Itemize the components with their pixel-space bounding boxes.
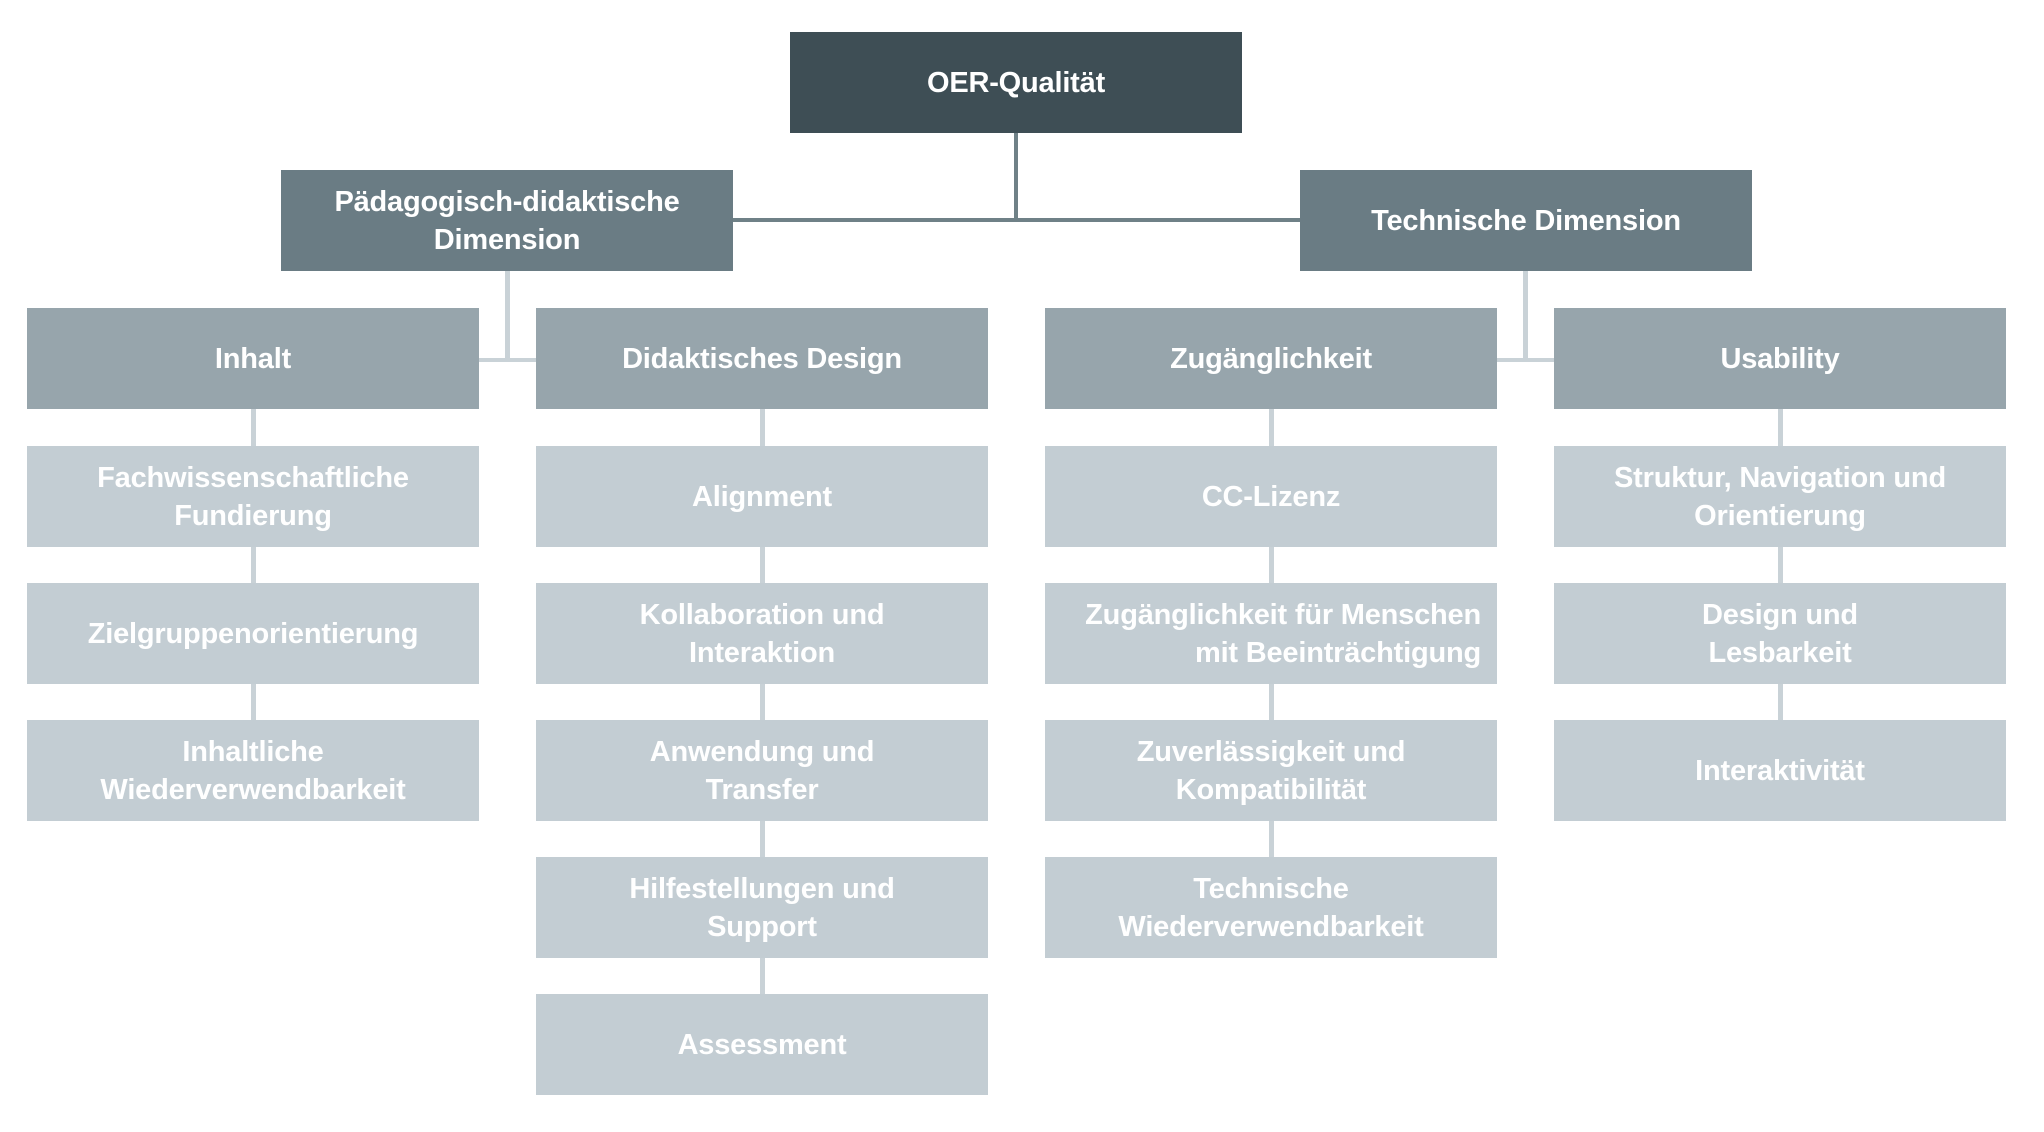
node-child-cc-lizenz: CC-Lizenz	[1045, 446, 1497, 547]
node-child-zuverlaessigkeit-und-kompatibilitaet: Zuverlässigkeit und Kompatibilität	[1045, 720, 1497, 821]
node-header-inhalt: Inhalt	[27, 308, 479, 409]
node-child-fachwissenschaftliche-fundierung: Fachwissenschaftliche Fundierung	[27, 446, 479, 547]
node-child-interaktivitaet: Interaktivität	[1554, 720, 2006, 821]
connector-col1-2	[251, 547, 256, 583]
connector-col3-2	[1269, 547, 1274, 583]
connector-col3-1	[1269, 409, 1274, 446]
node-dimension-technisch: Technische Dimension	[1300, 170, 1752, 271]
node-child-zielgruppenorientierung: Zielgruppenorientierung	[27, 583, 479, 684]
connector-dimensions-horizontal	[733, 218, 1300, 222]
connector-right-dimension-vertical	[1523, 271, 1528, 362]
connector-right-dimension-horizontal	[1497, 358, 1554, 362]
node-child-hilfestellungen-und-support: Hilfestellungen und Support	[536, 857, 988, 958]
connector-col2-3	[760, 684, 765, 720]
connector-left-dimension-horizontal	[479, 358, 536, 362]
connector-col4-3	[1778, 684, 1783, 720]
node-child-inhaltliche-wiederverwendbarkeit: Inhaltliche Wiederverwendbarkeit	[27, 720, 479, 821]
node-child-assessment: Assessment	[536, 994, 988, 1095]
connector-col3-3	[1269, 684, 1274, 720]
node-header-zugaenglichkeit: Zugänglichkeit	[1045, 308, 1497, 409]
node-child-design-und-lesbarkeit: Design und Lesbarkeit	[1554, 583, 2006, 684]
connector-col1-1	[251, 409, 256, 446]
connector-left-dimension-vertical	[505, 271, 510, 362]
connector-col4-2	[1778, 547, 1783, 583]
node-header-didaktisches-design: Didaktisches Design	[536, 308, 988, 409]
node-child-anwendung-und-transfer: Anwendung und Transfer	[536, 720, 988, 821]
connector-col2-4	[760, 821, 765, 857]
connector-col2-1	[760, 409, 765, 446]
node-child-kollaboration-und-interaktion: Kollaboration und Interaktion	[536, 583, 988, 684]
connector-col1-3	[251, 684, 256, 720]
node-oer-qualitaet: OER-Qualität	[790, 32, 1242, 133]
node-child-struktur-navigation-orientierung: Struktur, Navigation und Orientierung	[1554, 446, 2006, 547]
node-child-zugaenglichkeit-fuer-menschen: Zugänglichkeit für Menschen mit Beeinträ…	[1045, 583, 1497, 684]
connector-col2-5	[760, 958, 765, 994]
node-child-technische-wiederverwendbarkeit: Technische Wiederverwendbarkeit	[1045, 857, 1497, 958]
connector-col4-1	[1778, 409, 1783, 446]
connector-col3-4	[1269, 821, 1274, 857]
connector-root-vertical	[1014, 133, 1018, 222]
node-dimension-paedagogisch-didaktisch: Pädagogisch-didaktische Dimension	[281, 170, 733, 271]
connector-col2-2	[760, 547, 765, 583]
node-header-usability: Usability	[1554, 308, 2006, 409]
node-child-alignment: Alignment	[536, 446, 988, 547]
